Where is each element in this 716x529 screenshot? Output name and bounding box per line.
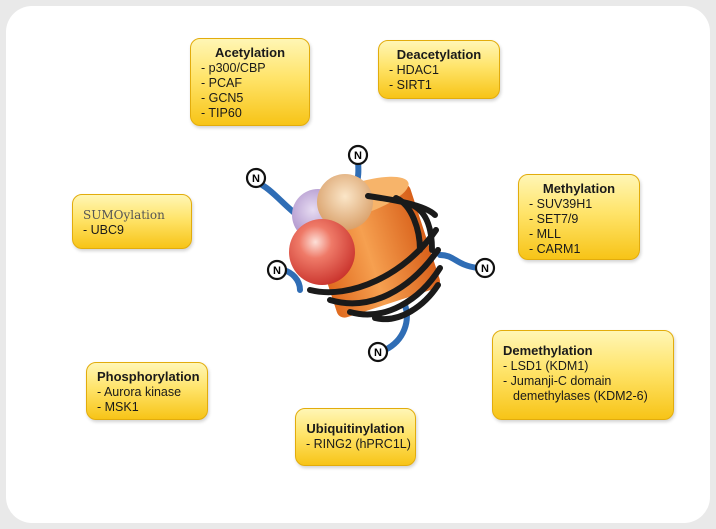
box-title: Ubiquitinylation	[306, 421, 405, 436]
box-title: Deacetylation	[396, 47, 482, 62]
enzyme-item: HDAC1	[389, 63, 489, 78]
enzyme-item: GCN5	[201, 91, 299, 106]
enzyme-item: LSD1 (KDM1)	[503, 359, 663, 374]
dna-wrap	[307, 193, 443, 323]
enzyme-item: SIRT1	[389, 78, 489, 93]
box-title: SUMOylation	[83, 208, 165, 222]
deacetylation-box: Deacetylation HDAC1 SIRT1	[378, 40, 500, 99]
box-title: Demethylation	[503, 343, 593, 358]
methylation-box: Methylation SUV39H1 SET7/9 MLL CARM1	[518, 174, 640, 260]
svg-text:N: N	[273, 265, 281, 277]
svg-text:N: N	[481, 263, 489, 275]
svg-text:N: N	[252, 173, 260, 185]
n-terminal-markers: N N N N N	[245, 144, 496, 363]
acetylation-box: Acetylation p300/CBP PCAF GCN5 TIP60	[190, 38, 310, 126]
enzyme-item: p300/CBP	[201, 61, 299, 76]
n-terminal-marker: N	[367, 341, 389, 363]
n-terminal-marker: N	[245, 167, 267, 189]
svg-text:N: N	[354, 150, 362, 162]
box-title: Acetylation	[214, 45, 286, 60]
enzyme-item: Aurora kinase	[97, 385, 197, 400]
demethylation-box: Demethylation LSD1 (KDM1) Jumanji-C doma…	[492, 330, 674, 420]
enzyme-item: RING2 (hPRC1L)	[306, 437, 411, 452]
enzyme-item: CARM1	[529, 242, 629, 257]
enzyme-item: TIP60	[201, 106, 299, 121]
enzyme-item: MSK1	[97, 400, 197, 415]
box-title: Methylation	[542, 181, 616, 196]
enzyme-item: PCAF	[201, 76, 299, 91]
histone-sphere-tan	[317, 174, 373, 230]
n-terminal-marker: N	[474, 257, 496, 279]
ubiquitinylation-box: Ubiquitinylation RING2 (hPRC1L)	[295, 408, 416, 466]
enzyme-item: SUV39H1	[529, 197, 629, 212]
phosphorylation-box: Phosphorylation Aurora kinase MSK1	[86, 362, 208, 420]
n-terminal-marker: N	[347, 144, 369, 166]
enzyme-item: demethylases (KDM2-6)	[513, 389, 648, 403]
box-title: Phosphorylation	[97, 369, 200, 384]
enzyme-item: SET7/9	[529, 212, 629, 227]
svg-text:N: N	[374, 347, 382, 359]
enzyme-item: UBC9	[83, 223, 181, 238]
enzyme-item: Jumanji-C domain	[503, 374, 663, 389]
histone-sphere-red	[289, 219, 355, 285]
sumoylation-box: SUMOylation UBC9	[72, 194, 192, 249]
n-terminal-marker: N	[266, 259, 288, 281]
enzyme-item: MLL	[529, 227, 629, 242]
